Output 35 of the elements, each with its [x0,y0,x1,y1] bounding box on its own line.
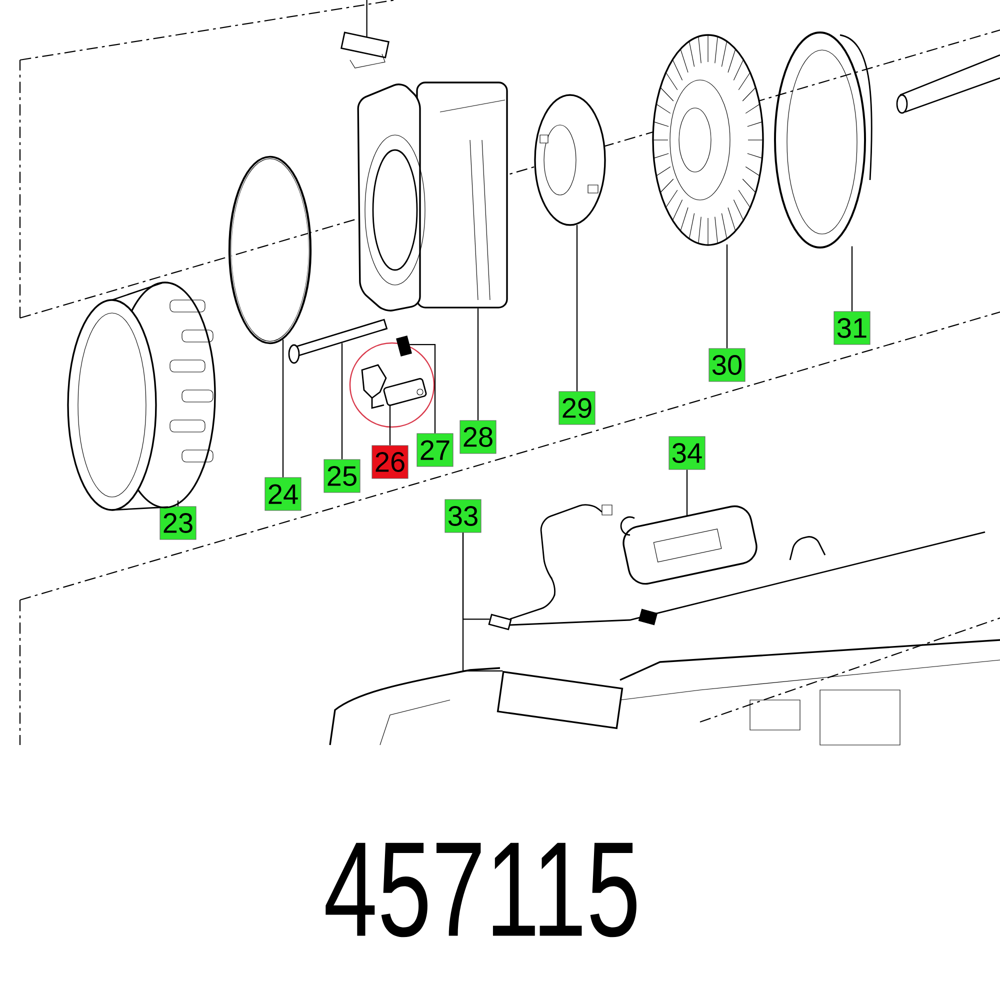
spring-drawing [396,336,412,356]
gear-drawing [652,34,764,246]
leader-line [341,343,343,460]
leader-line [462,532,503,672]
washer-drawing [534,94,606,226]
leader-line [389,406,391,446]
cable-drawing [488,504,986,630]
callout-number: 33 [444,499,482,533]
callout-number: 25 [324,459,360,493]
callout-number: 28 [460,420,496,454]
leader-line [477,308,479,420]
latch-drawing [361,364,427,409]
flange-drawing [774,32,1000,249]
leader-line [282,340,284,478]
callout-number: 26 [372,445,408,479]
ring-nut-drawing [67,282,216,511]
leader-line [177,500,179,506]
callout-number: 29 [558,391,596,425]
o-ring-drawing [228,156,312,344]
leader-line [726,244,728,348]
housing-drawing [357,82,508,312]
part-number: 457115 [326,842,636,938]
leader-line [410,344,436,434]
pin-drawing [288,318,388,364]
leader-line [686,470,688,516]
leader-line [851,246,853,312]
callout-number: 31 [834,311,870,345]
leader-line [366,0,368,36]
callout-number: 30 [708,348,746,382]
callout-number: 27 [416,433,454,467]
motor-housing-drawing [329,639,1000,746]
leader-line [576,225,578,392]
callout-number: 34 [668,436,706,470]
callout-number: 23 [160,506,196,540]
callout-number: 24 [264,477,302,511]
